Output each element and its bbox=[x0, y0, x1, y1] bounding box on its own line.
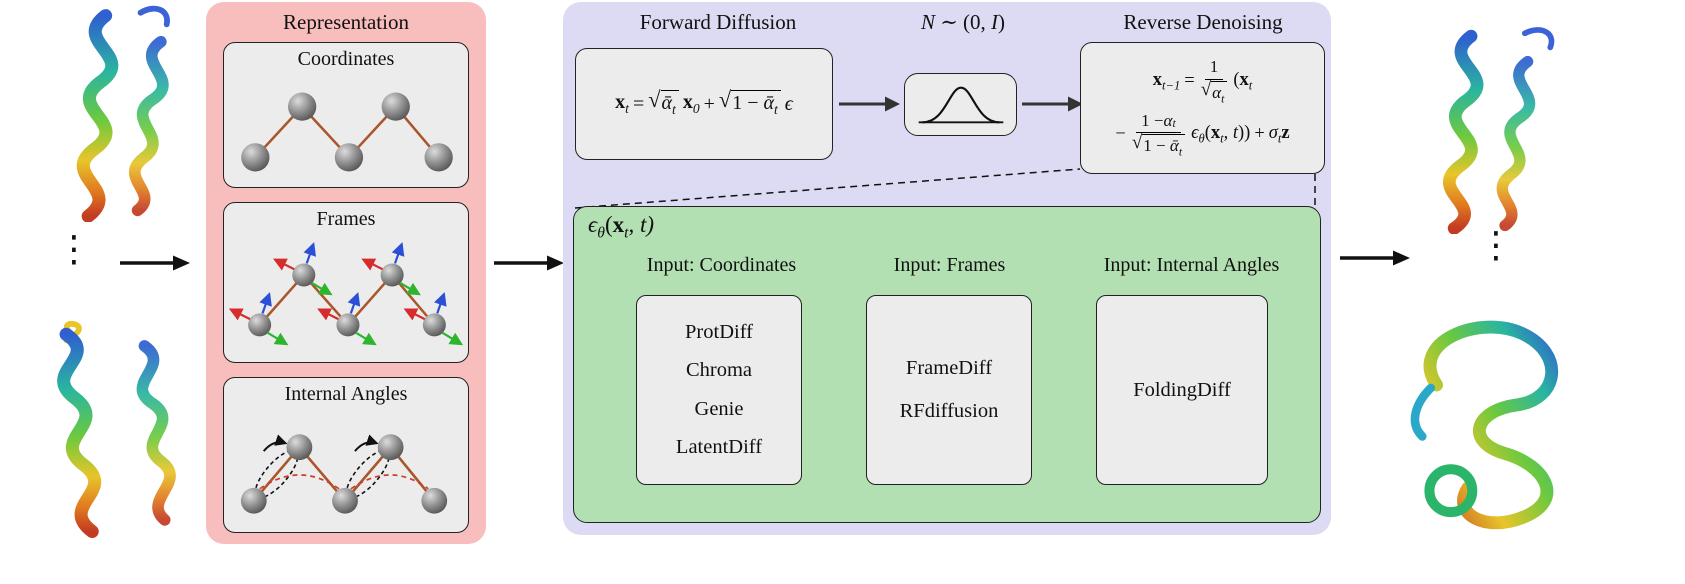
protein-structure-bottom-left bbox=[8, 314, 204, 546]
representation-panel: Representation Coordinates Frames bbox=[206, 2, 486, 544]
model-name: LatentDiff bbox=[675, 435, 763, 458]
noise-distribution-label: N ∼ (0, I) bbox=[888, 10, 1038, 35]
coordinates-diagram bbox=[241, 92, 453, 172]
model-name: Genie bbox=[694, 397, 744, 420]
denoiser-function-label: ϵθ(xt, t) bbox=[588, 212, 655, 242]
ellipsis-left: ⋮ bbox=[56, 229, 92, 270]
fraction: 1 √αt bbox=[1201, 57, 1228, 105]
eq-token: ∼ (0, bbox=[934, 10, 992, 34]
protein-structure-top-right bbox=[1386, 22, 1576, 235]
gaussian-curve-icon bbox=[918, 86, 1003, 123]
frames-label: Frames bbox=[316, 208, 376, 230]
forward-equation: xt = √ᾱt x0 + √1 − ᾱt ϵ bbox=[615, 87, 793, 118]
forward-equation-box: xt = √ᾱt x0 + √1 − ᾱt ϵ bbox=[575, 48, 833, 160]
eq-token: I bbox=[991, 10, 999, 34]
protein-structure-top-left bbox=[14, 4, 206, 223]
internal-angles-box: Internal Angles bbox=[223, 377, 469, 533]
forward-diffusion-title: Forward Diffusion bbox=[639, 10, 797, 34]
model-name: RFdiffusion bbox=[899, 400, 999, 423]
frames-models-box: FrameDiff RFdiffusion bbox=[866, 295, 1032, 485]
denoiser-model-panel: ϵθ(xt, t) Input: Coordinates Input: Fram… bbox=[573, 206, 1321, 523]
sqrt-term: √ᾱt bbox=[648, 88, 679, 118]
arrow-representation-to-diffusion bbox=[494, 255, 564, 271]
model-name: ProtDiff bbox=[685, 321, 753, 344]
sqrt-term: √1 − ᾱt bbox=[719, 88, 781, 118]
input-coordinates-header: Input: Coordinates bbox=[646, 254, 797, 276]
protein-structure-bottom-right bbox=[1388, 294, 1588, 546]
representation-title: Representation bbox=[283, 10, 409, 34]
reverse-denoising-title: Reverse Denoising bbox=[1123, 10, 1283, 34]
input-internal-angles-header: Input: Internal Angles bbox=[1103, 254, 1280, 276]
coordinates-label: Coordinates bbox=[297, 48, 395, 70]
eq-token: ) bbox=[998, 10, 1006, 34]
reverse-equation-line1: xt−1 = 1 √αt (xt bbox=[1152, 57, 1253, 106]
internal-angles-label: Internal Angles bbox=[284, 383, 408, 405]
internal-angles-diagram bbox=[240, 434, 448, 514]
eq-token: N bbox=[920, 10, 935, 34]
diffusion-panel: Forward Diffusion N ∼ (0, I) Reverse Den… bbox=[563, 2, 1331, 535]
gaussian-noise-box bbox=[904, 73, 1017, 136]
frames-diagram bbox=[228, 242, 464, 346]
internal-angles-models-box: FoldingDiff bbox=[1096, 295, 1268, 485]
input-frames-header: Input: Frames bbox=[893, 254, 1006, 276]
arrow-forward-to-noise bbox=[839, 96, 900, 112]
frame-axes-icons bbox=[228, 242, 464, 346]
arrow-noise-to-reverse bbox=[1022, 96, 1083, 112]
model-name: FrameDiff bbox=[905, 356, 993, 379]
ellipsis-right: ⋮ bbox=[1478, 225, 1514, 266]
frames-box: Frames bbox=[223, 202, 469, 363]
arrow-diffusion-to-output bbox=[1340, 250, 1410, 266]
coordinates-box: Coordinates bbox=[223, 42, 469, 188]
coordinates-models-box: ProtDiff Chroma Genie LatentDiff bbox=[636, 295, 802, 485]
model-name: Chroma bbox=[685, 359, 753, 382]
arrow-input-to-representation bbox=[120, 255, 190, 271]
model-name: FoldingDiff bbox=[1133, 378, 1231, 401]
